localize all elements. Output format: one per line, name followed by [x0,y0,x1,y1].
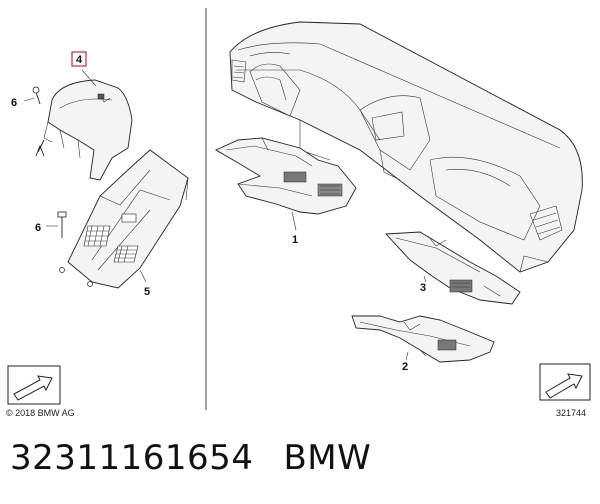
part-1-lower-dash-panel[interactable] [215,137,357,215]
screw-icon [57,211,67,238]
callout-part-6-bottom[interactable]: 6 [35,222,41,234]
callout-part-4[interactable]: 4 [76,54,83,66]
callout-part-6-top[interactable]: 6 [11,97,17,109]
callout-part-5[interactable]: 5 [144,286,150,298]
part-number: 32311161654 [10,438,254,478]
part-4-highlight-box [71,51,87,67]
vent-grille-left [83,225,111,247]
copyright-text: © 2018 BMW AG [6,408,75,418]
callout-part-2[interactable]: 2 [402,361,408,373]
navigate-back-arrow-icon[interactable] [7,365,61,405]
parts-diagram: 4 6 5 6 © 2018 BMW AG [6,8,591,418]
diagram-id: 321744 [556,408,586,418]
part-2-lower-trim-panel[interactable] [351,315,495,363]
part-5-lower-trim-panel[interactable] [67,149,189,289]
callout-part-3[interactable]: 3 [420,282,426,294]
part-caption: 32311161654 BMW [10,438,371,478]
part-4-steering-column-cover[interactable] [35,79,133,181]
vent-grille-right [113,245,139,263]
screw-icon [32,86,41,105]
navigate-forward-arrow-icon[interactable] [539,363,591,401]
part-3-glovebox-trim-panel[interactable] [385,231,521,305]
callout-part-1[interactable]: 1 [292,234,298,246]
brand-name: BMW [283,438,372,478]
dashboard-assembly [229,21,583,273]
